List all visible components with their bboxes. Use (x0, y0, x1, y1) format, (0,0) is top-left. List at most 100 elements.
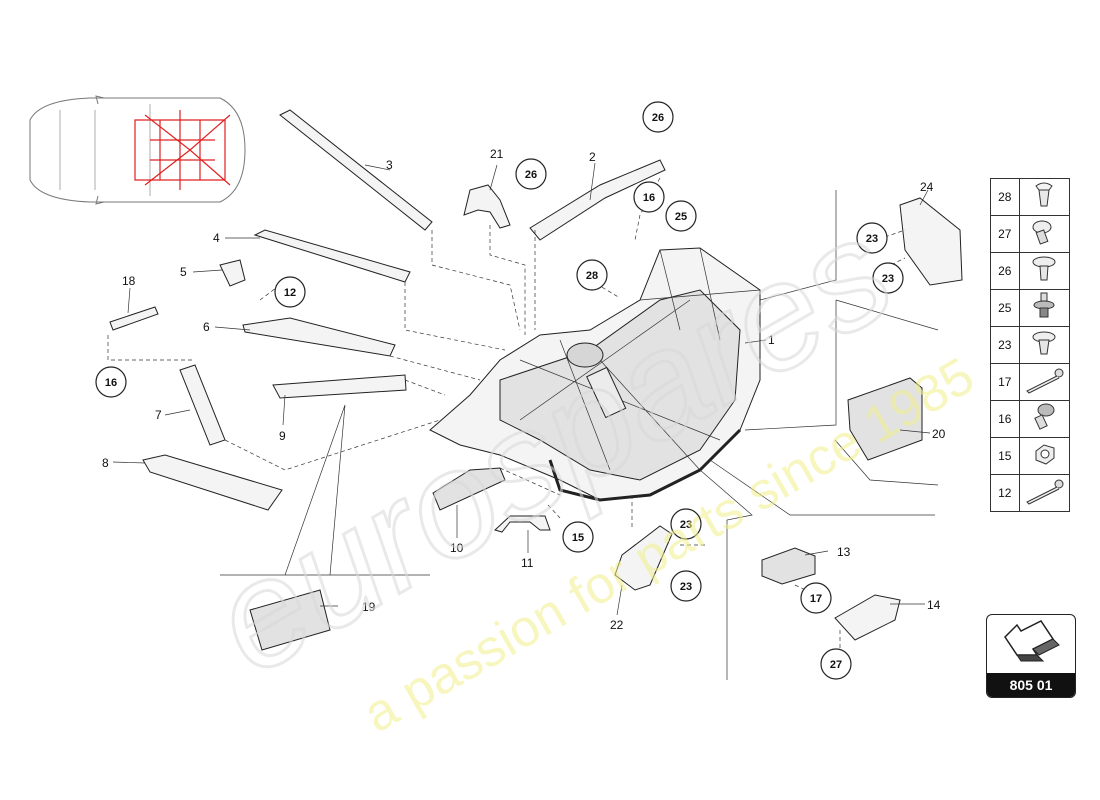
legend-row: 16 (990, 400, 1071, 438)
circle-callout-16: 16 (633, 181, 665, 213)
circle-callout-16: 16 (95, 366, 127, 398)
part-8-sill (142, 454, 283, 511)
part-22-bracket (614, 525, 673, 591)
callout-8: 8 (102, 456, 109, 470)
callout-21: 21 (490, 147, 504, 161)
direction-arrow-icon (1004, 620, 1060, 662)
svg-text:26: 26 (525, 169, 537, 181)
legend-row: 17 (990, 363, 1071, 401)
legend-number: 27 (990, 215, 1020, 253)
circled-callouts: 12 16 26 26 16 25 28 23 23 15 23 23 17 2… (95, 101, 904, 680)
svg-text:15: 15 (572, 532, 584, 544)
svg-text:27: 27 (830, 659, 842, 671)
svg-text:16: 16 (105, 377, 117, 389)
svg-text:12: 12 (284, 287, 296, 299)
part-13-block (761, 547, 816, 585)
callout-5: 5 (180, 265, 187, 279)
svg-text:17: 17 (810, 593, 822, 605)
legend-row: 12 (990, 474, 1071, 512)
callout-2: 2 (589, 150, 596, 164)
legend-row: 27 (990, 215, 1071, 253)
callout-3: 3 (386, 158, 393, 172)
part-9-sill (272, 374, 407, 399)
main-frame-assembly (429, 247, 761, 502)
part-10-bracket (432, 467, 506, 511)
svg-text:25: 25 (675, 211, 687, 223)
callout-7: 7 (155, 408, 162, 422)
callout-1: 1 (768, 333, 775, 347)
legend-row: 25 (990, 289, 1071, 327)
legend-number: 23 (990, 326, 1020, 364)
car-thumbnail (29, 95, 246, 205)
long-bolt-icon (1018, 474, 1071, 512)
clip-icon (1018, 326, 1071, 364)
circle-callout-25: 25 (665, 200, 697, 232)
legend-row: 26 (990, 252, 1071, 290)
circle-callout-23: 23 (670, 508, 702, 540)
expanding-rivet-icon (1018, 252, 1071, 290)
stud-clip-icon (1018, 289, 1071, 327)
part-3-rail (279, 109, 433, 231)
part-19-box (249, 589, 331, 651)
callout-10: 10 (450, 541, 464, 555)
legend-row: 23 (990, 326, 1071, 364)
callout-20: 20 (932, 427, 946, 441)
part-2-crossmember (529, 159, 666, 241)
callout-19: 19 (362, 600, 376, 614)
legend-number: 28 (990, 178, 1020, 216)
legend-row: 15 (990, 437, 1071, 475)
legend-number: 25 (990, 289, 1020, 327)
part-7-panel (179, 364, 226, 446)
circle-callout-26: 26 (642, 101, 674, 133)
callout-18: 18 (122, 274, 136, 288)
svg-text:23: 23 (680, 519, 692, 531)
callout-13: 13 (837, 545, 851, 559)
svg-text:23: 23 (680, 581, 692, 593)
part-20-block (847, 377, 923, 461)
legend-number: 16 (990, 400, 1020, 438)
legend-number: 12 (990, 474, 1020, 512)
legend-number: 26 (990, 252, 1020, 290)
leader-lines (107, 162, 939, 680)
long-bolt-icon (1018, 363, 1071, 401)
part-24-bracket (899, 197, 963, 286)
svg-text:26: 26 (652, 112, 664, 124)
callout-9: 9 (279, 429, 286, 443)
svg-text:28: 28 (586, 270, 598, 282)
circle-callout-28: 28 (576, 259, 608, 291)
svg-text:23: 23 (882, 273, 894, 285)
part-18-strip (109, 306, 159, 331)
part-5-bracket (219, 259, 246, 287)
part-21-bracket (463, 184, 511, 229)
circle-callout-26: 26 (515, 158, 547, 190)
part-4-rail (253, 229, 411, 283)
callout-4: 4 (213, 231, 220, 245)
svg-text:16: 16 (643, 192, 655, 204)
svg-text:23: 23 (866, 233, 878, 245)
circle-callout-23: 23 (872, 262, 904, 294)
bolt-with-washer-icon (1018, 400, 1071, 438)
hex-nut-icon (1018, 437, 1071, 475)
circle-callout-23: 23 (670, 570, 702, 602)
callout-22: 22 (610, 618, 624, 632)
legend-number: 17 (990, 363, 1020, 401)
diagram-code-box: 805 01 (986, 614, 1076, 698)
callout-24: 24 (920, 180, 934, 194)
circle-callout-17: 17 (800, 582, 832, 614)
diagram-code: 805 01 (987, 673, 1075, 697)
circle-callout-12: 12 (274, 276, 306, 308)
circle-callout-23: 23 (856, 222, 888, 254)
part-11-bracket (494, 515, 551, 533)
callout-11: 11 (521, 556, 534, 570)
circle-callout-27: 27 (820, 648, 852, 680)
legend-row: 28 (990, 178, 1071, 216)
callout-14: 14 (927, 598, 941, 612)
part-14-bracket (834, 594, 901, 641)
part-6-rail (242, 317, 396, 357)
push-rivet-icon (1018, 178, 1071, 216)
callout-6: 6 (203, 320, 210, 334)
legend-number: 15 (990, 437, 1020, 475)
screw-with-washer-icon (1018, 215, 1071, 253)
